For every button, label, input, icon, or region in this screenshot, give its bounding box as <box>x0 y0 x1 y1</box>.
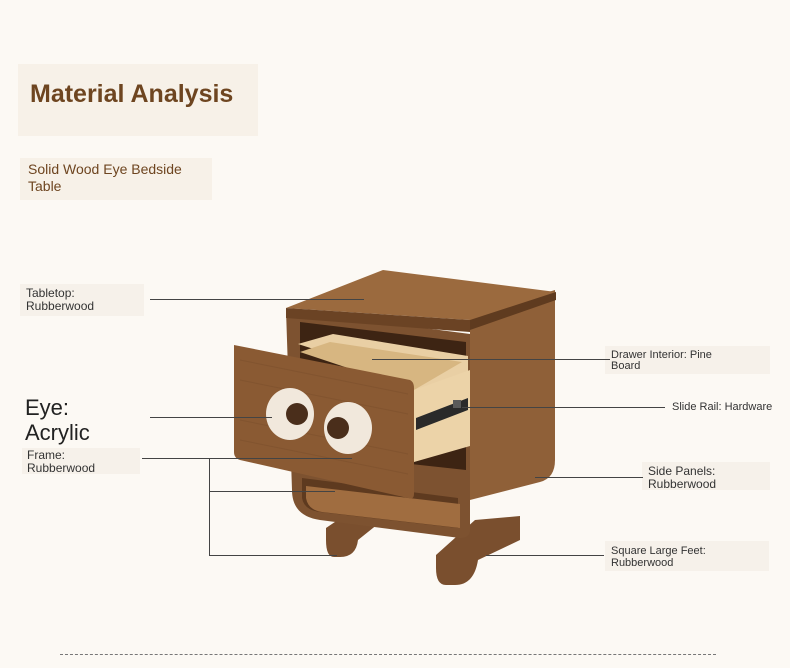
label-side-panels: Side Panels: Rubberwood <box>648 465 716 491</box>
label-tabletop: Tabletop: Rubberwood <box>26 287 94 313</box>
label-side-material: Rubberwood <box>648 477 717 491</box>
subtitle-panel <box>20 158 212 200</box>
leader-feet <box>486 555 604 556</box>
label-bg-side <box>642 462 770 490</box>
leader-frame <box>142 458 352 459</box>
lower-shelf <box>306 486 460 528</box>
label-drawer-part: Drawer Interior: Pine <box>611 349 712 361</box>
label-side-part: Side Panels: <box>648 464 716 478</box>
leader-side-panels <box>535 477 643 478</box>
title-panel <box>18 64 258 136</box>
drawer-front <box>234 345 414 499</box>
label-feet-material: Rubberwood <box>611 557 674 569</box>
label-eye: Eye: Acrylic <box>25 395 90 445</box>
slide-rail-bolt <box>453 400 461 408</box>
leader-tabletop <box>150 299 364 300</box>
side-panel <box>470 290 555 500</box>
page-title: Material Analysis <box>30 80 234 108</box>
label-drawer-interior: Drawer Interior: Pine Board <box>611 350 712 372</box>
label-frame-part: Frame: <box>27 448 66 462</box>
label-bg-frame <box>22 448 140 474</box>
product-name: Solid Wood Eye Bedside Table <box>28 161 182 194</box>
label-bg-tabletop <box>20 284 144 316</box>
label-bg-drawer <box>605 346 770 374</box>
label-eye-material: Acrylic <box>25 420 90 445</box>
leader-drawer-interior <box>372 359 610 360</box>
tabletop-right-edge <box>470 292 556 330</box>
label-drawer-material: Board <box>611 360 641 372</box>
label-frame-material: Rubberwood <box>27 461 96 475</box>
tabletop-edge <box>286 308 470 332</box>
drawer-inner-floor <box>300 342 462 390</box>
label-feet-part: Square Large Feet: <box>611 545 706 557</box>
label-eye-part: Eye: <box>25 395 70 420</box>
drawer-front-grain <box>239 359 409 475</box>
eye-right <box>324 402 372 454</box>
label-frame: Frame: Rubberwood <box>27 449 95 475</box>
label-tabletop-part: Tabletop: <box>26 286 75 300</box>
label-slide-rail: Slide Rail: Hardware <box>672 401 773 413</box>
foot-right <box>436 516 520 585</box>
leader-frame-base <box>209 555 337 556</box>
label-bg-feet <box>605 541 769 571</box>
leader-slide-rail <box>462 407 665 408</box>
leader-frame-lower <box>209 491 335 492</box>
leader-frame-bracket <box>209 458 210 556</box>
label-tabletop-material: Rubberwood <box>26 299 95 313</box>
leader-eye <box>150 417 272 418</box>
bottom-divider <box>60 654 716 655</box>
label-feet: Square Large Feet: Rubberwood <box>611 545 706 569</box>
eye-left <box>266 388 314 440</box>
tabletop-surface <box>286 270 556 320</box>
